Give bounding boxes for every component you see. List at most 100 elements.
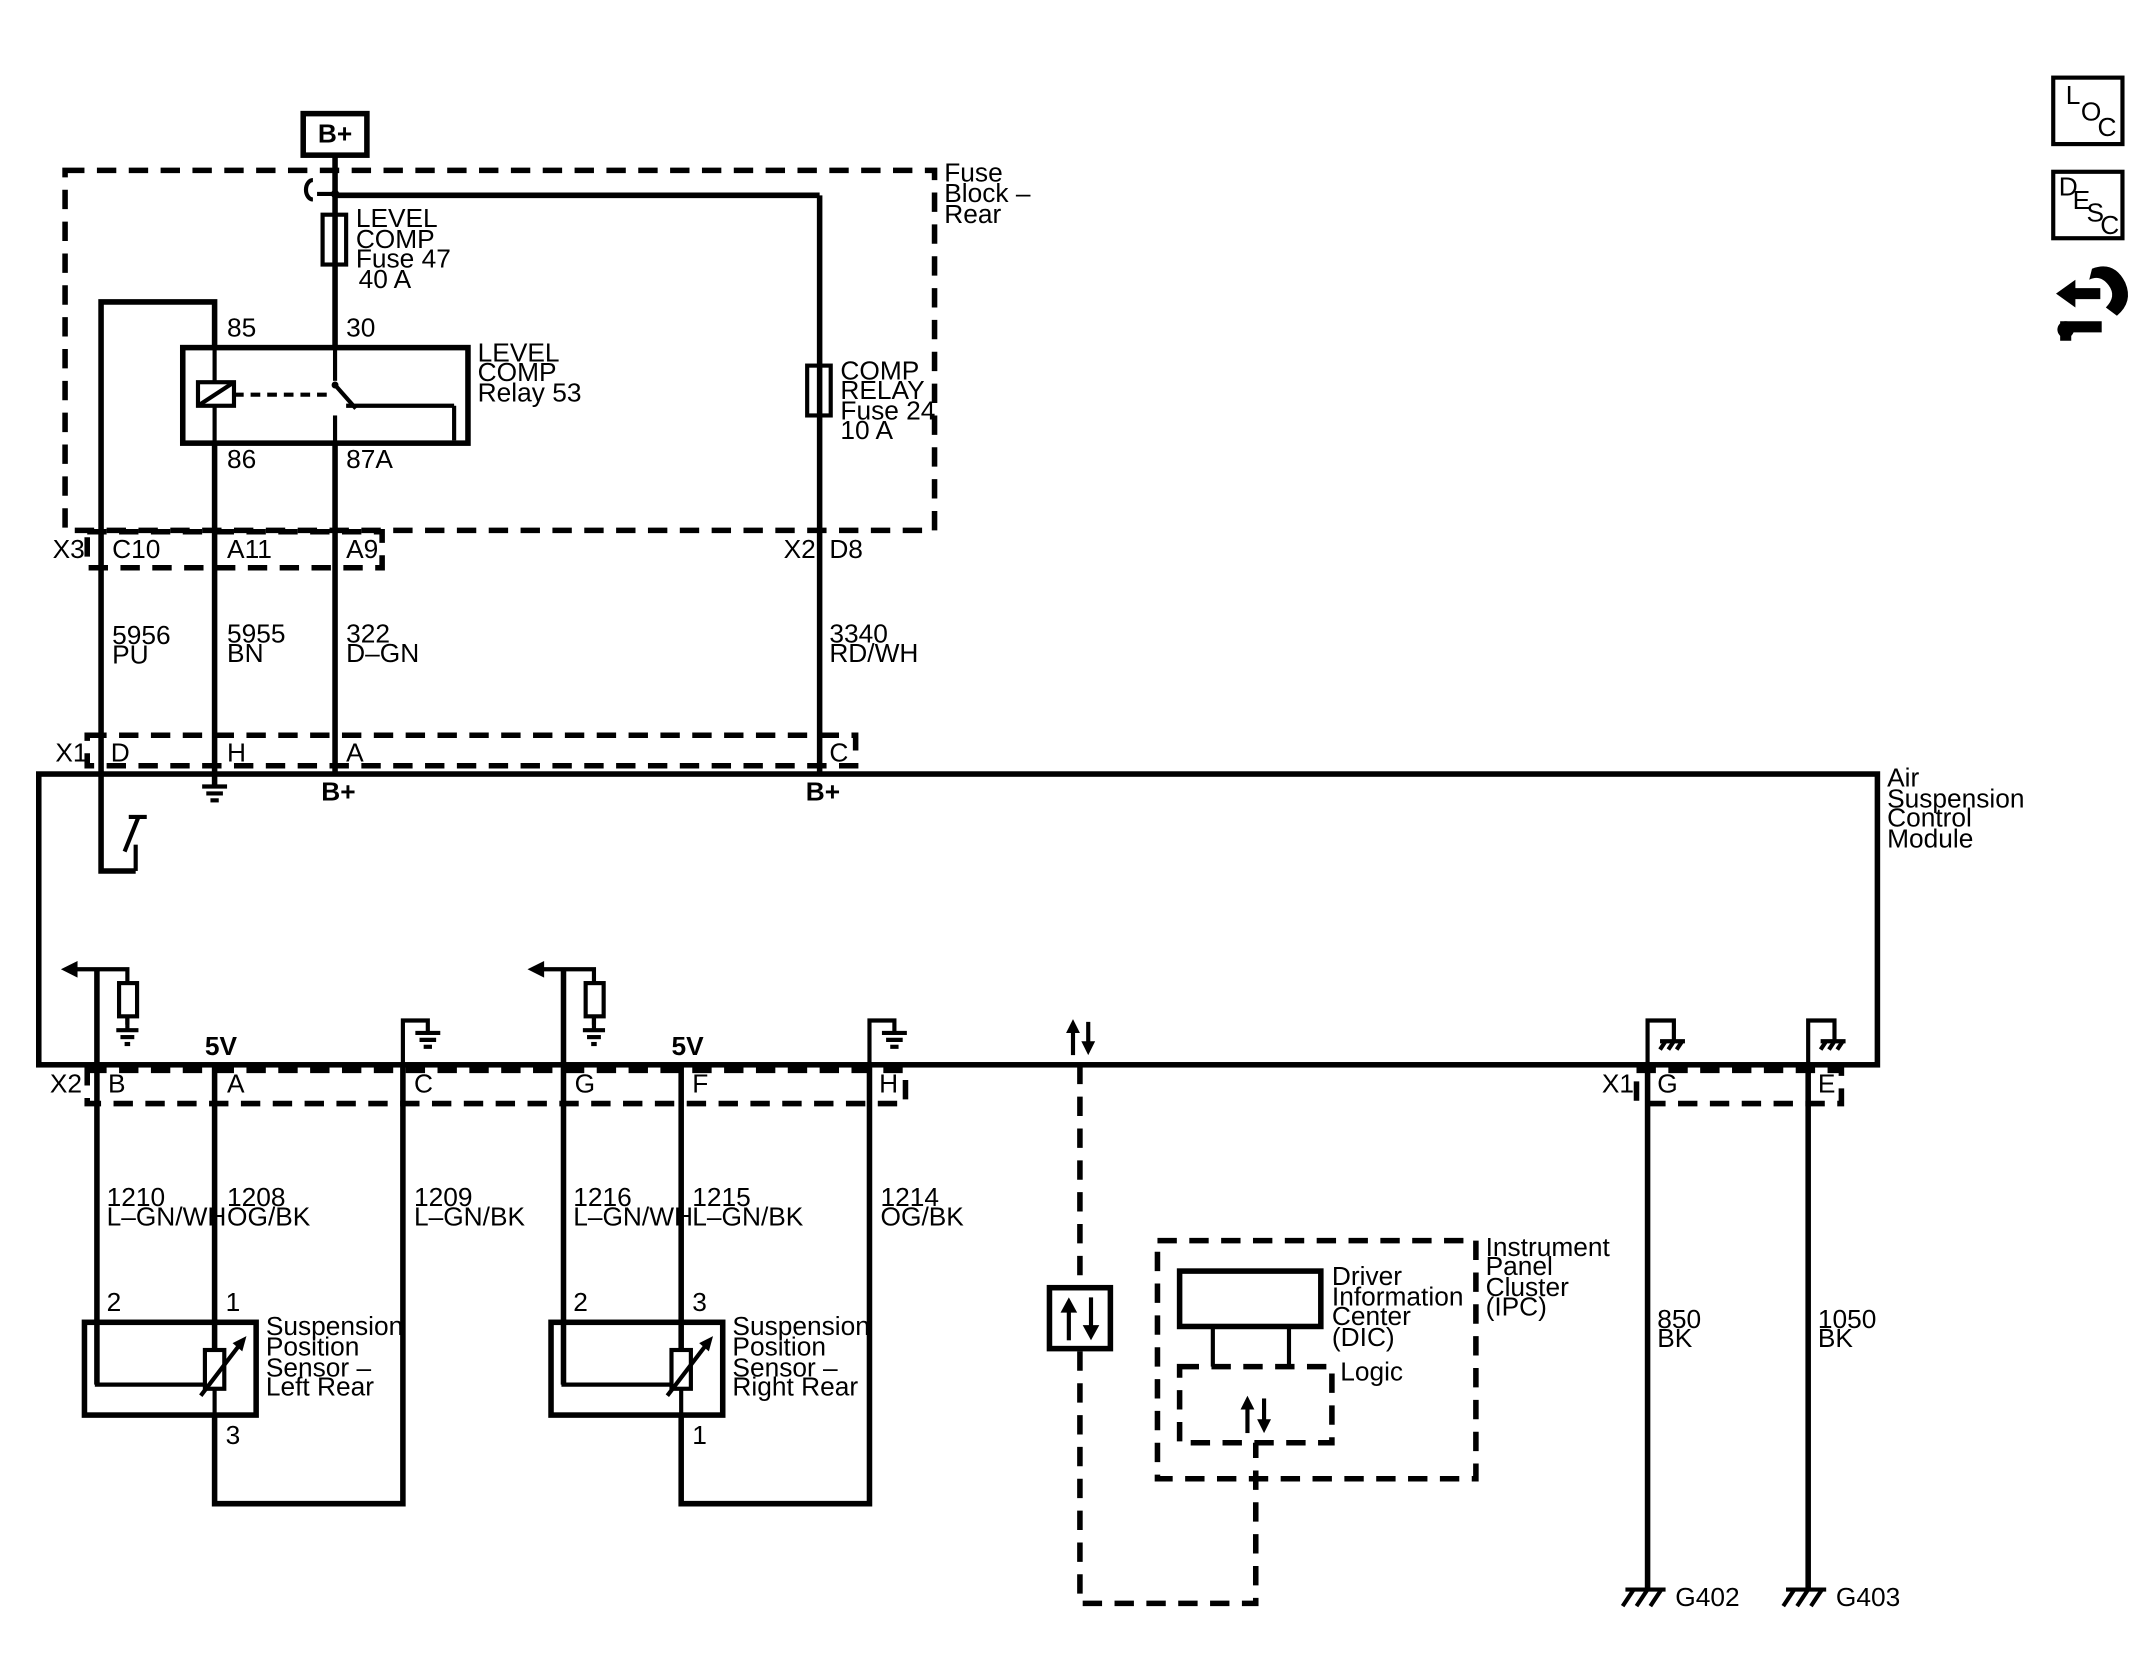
loc-c: C <box>2098 112 2117 142</box>
module-label-3: Control <box>1887 803 1972 833</box>
bot-h: H <box>879 1068 898 1098</box>
fuse24-label-4: 10 A <box>840 415 893 445</box>
location-icon[interactable]: L O C <box>2051 75 2125 147</box>
power-label: B+ <box>318 119 352 149</box>
connector-x2-bottom <box>84 1067 909 1107</box>
fuse-24 <box>805 195 833 776</box>
relay53-label-2: COMP <box>478 357 557 387</box>
conn-a9: A9 <box>346 534 378 564</box>
wire-1214-circuit: 1214 <box>881 1182 940 1212</box>
wire-1215-circuit: 1215 <box>692 1182 751 1212</box>
right-sensor-input <box>527 960 606 1047</box>
left-5v: 5V <box>205 1031 238 1061</box>
fuse24-label-2: RELAY <box>840 375 924 405</box>
chassis-ground-icon-e <box>1806 1018 1846 1065</box>
dic-box <box>1176 1268 1324 1330</box>
desc-s: S <box>2086 198 2104 228</box>
bot-e: E <box>1818 1068 1836 1098</box>
air-suspension-module <box>35 771 1881 1068</box>
left-sensor-label-3: Sensor – <box>266 1352 372 1382</box>
bot-x2: X2 <box>50 1068 82 1098</box>
desc-e: E <box>2073 185 2091 215</box>
wire-1210-color: L–GN/WH <box>107 1201 227 1231</box>
connector-arrow-icon[interactable] <box>2056 266 2129 341</box>
description-icon[interactable]: D E S C <box>2051 169 2125 241</box>
fuse24-label-1: COMP <box>840 355 919 385</box>
logic-label: Logic <box>1340 1356 1403 1386</box>
conn-c10: C10 <box>112 534 160 564</box>
wire-5955-color: BN <box>227 638 264 668</box>
wire-322-circuit: 322 <box>346 619 390 649</box>
dic-label-4: (DIC) <box>1332 1322 1395 1352</box>
right-sensor-label-3: Sensor – <box>732 1352 838 1382</box>
wire-322-color: D–GN <box>346 638 419 668</box>
right-sensor-pin-1: 1 <box>692 1420 707 1450</box>
connector-x1-top <box>84 732 859 769</box>
module-label-4: Module <box>1887 823 1973 853</box>
relay53-label-3: Relay 53 <box>478 378 582 408</box>
right-sensor-label-1: Suspension <box>732 1311 869 1341</box>
connector-x1-bottom <box>1633 1067 1845 1107</box>
left-sensor-label-1: Suspension <box>266 1311 403 1341</box>
fuse-block-label-2: Block – <box>944 178 1031 208</box>
left-sensor-pin-3: 3 <box>226 1420 241 1450</box>
left-sensor-pin-1: 1 <box>226 1287 241 1317</box>
ipc-label-4: (IPC) <box>1486 1291 1547 1321</box>
g403-ground-icon <box>1781 1587 1827 1608</box>
wire-1050-circuit: 1050 <box>1818 1304 1877 1334</box>
dic-label-2: Information <box>1332 1282 1464 1312</box>
bot-x1: X1 <box>1602 1068 1634 1098</box>
desc-d: D <box>2059 171 2078 201</box>
fuse-block-label-1: Fuse <box>944 157 1002 187</box>
right-sensor-pin-3: 3 <box>692 1287 707 1317</box>
left-sensor-input <box>60 960 140 1047</box>
bot-g: G <box>575 1068 595 1098</box>
dic-label-3: Center <box>1332 1301 1411 1331</box>
desc-c: C <box>2100 210 2119 240</box>
bot-f: F <box>692 1068 708 1098</box>
chassis-ground-icon-g <box>1645 1018 1685 1065</box>
power-source: B+ <box>300 110 370 202</box>
conn-d8: D8 <box>829 534 863 564</box>
fuse47-label-4: 40 A <box>359 264 412 294</box>
wire-1209-color: L–GN/BK <box>414 1201 526 1231</box>
modx1-d: D <box>111 738 130 768</box>
logic-box <box>1176 1363 1335 1446</box>
left-sensor-pin-2: 2 <box>107 1287 122 1317</box>
wire-1216-circuit: 1216 <box>573 1182 632 1212</box>
bot-g2: G <box>1657 1068 1677 1098</box>
bot-b: B <box>108 1068 126 1098</box>
fuse47-label-1: LEVEL <box>356 203 438 233</box>
module-label-2: Suspension <box>1887 783 2024 813</box>
wire-1050-color: BK <box>1818 1323 1854 1353</box>
relay53-label-1: LEVEL <box>478 337 560 367</box>
fuse47-label-3: Fuse 47 <box>356 243 451 273</box>
switch-icon <box>122 814 147 871</box>
connector-x3 <box>84 528 385 571</box>
conn-x3: X3 <box>53 534 85 564</box>
g402-ground-icon <box>1620 1587 1666 1608</box>
g402-label: G402 <box>1675 1582 1739 1612</box>
wire-850-circuit: 850 <box>1657 1304 1701 1334</box>
serial-data-box-icon <box>1046 1284 1114 1352</box>
g403-label: G403 <box>1836 1582 1900 1612</box>
ipc-label-1: Instrument <box>1486 1232 1611 1262</box>
right-5v: 5V <box>671 1031 704 1061</box>
conn-x2-top: X2 <box>784 534 816 564</box>
conn-a11: A11 <box>227 534 272 564</box>
ground-icon <box>202 784 228 803</box>
modx1-x1: X1 <box>55 738 87 768</box>
serial-data-icon <box>1066 1019 1096 1056</box>
wire-3340-color: RD/WH <box>829 638 918 668</box>
right-ground-icon <box>867 1018 907 1065</box>
fuse-block-label-3: Rear <box>944 199 1001 229</box>
wire-3340-circuit: 3340 <box>829 619 888 649</box>
left-sensor-label-4: Left Rear <box>266 1372 374 1402</box>
wire-5956-color: PU <box>112 639 149 669</box>
wire-1208-circuit: 1208 <box>227 1182 286 1212</box>
wire-1210-circuit: 1210 <box>107 1182 166 1212</box>
wire-1215-color: L–GN/BK <box>692 1201 804 1231</box>
left-sensor <box>81 1319 259 1418</box>
relay-pin-85: 85 <box>227 313 256 343</box>
fuse-47 <box>320 195 349 349</box>
